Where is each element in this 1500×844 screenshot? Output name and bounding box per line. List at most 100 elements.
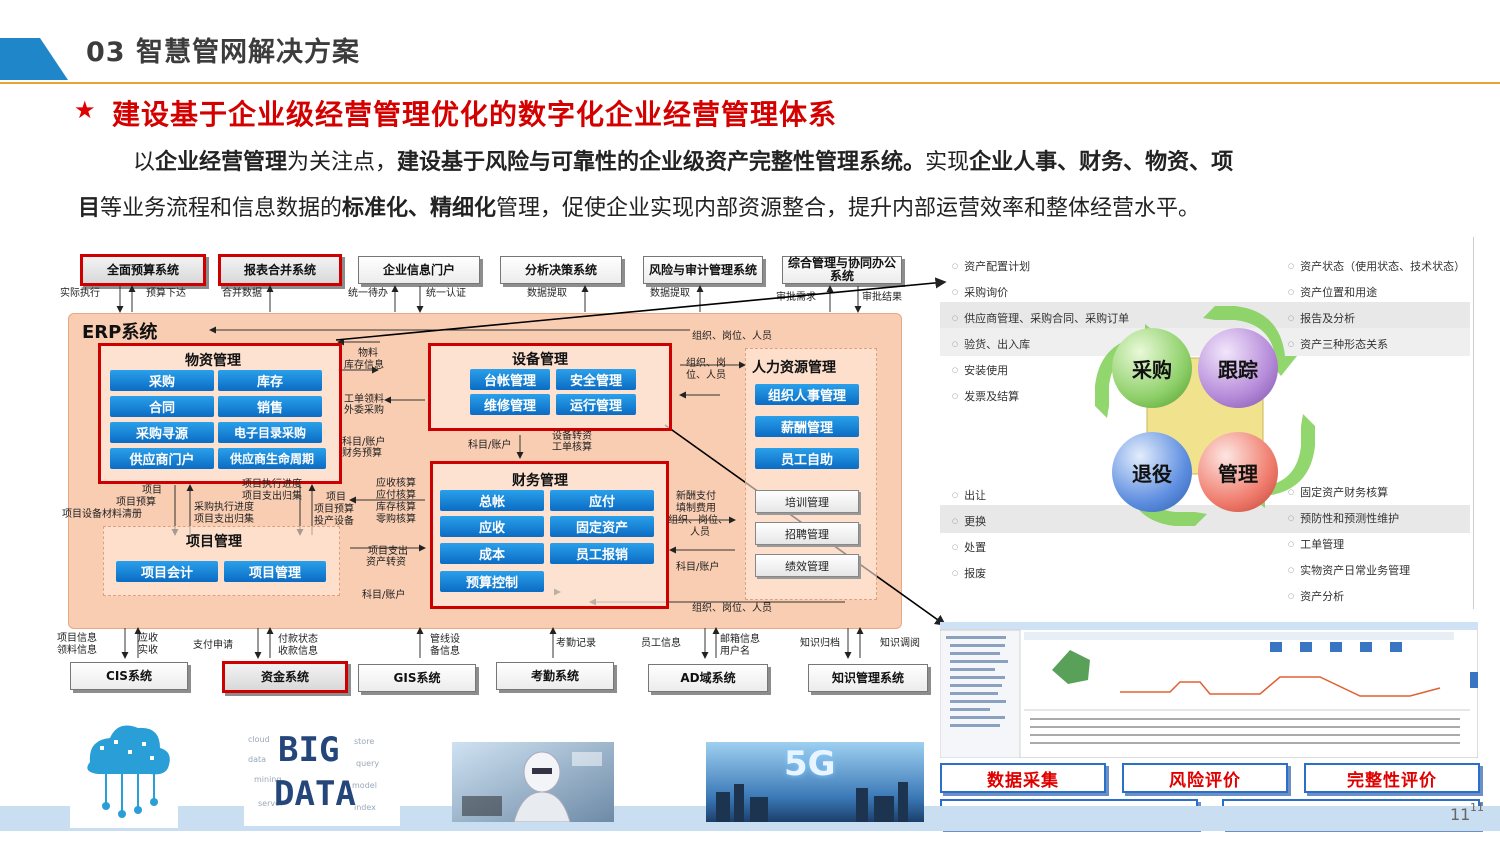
equipment-ledger: 台帐管理	[470, 369, 550, 390]
flow-label: 应收核算	[376, 478, 416, 489]
project-management: 项目管理	[224, 561, 326, 582]
flow-label: 项目设备材料清册	[62, 509, 142, 520]
hr-org: 组织人事管理	[755, 384, 859, 405]
flow-label: 组织、岗位、人员	[692, 603, 772, 614]
material-contract: 合同	[110, 396, 214, 417]
flow-label: 审批结果	[862, 292, 902, 303]
flow-label: 设备转资	[552, 431, 592, 442]
flow-label: 科目/账户	[362, 590, 406, 601]
hr-performance: 绩效管理	[755, 554, 859, 577]
flow-label: 项目执行进度	[242, 479, 302, 490]
material-supplier-portal: 供应商门户	[110, 448, 214, 469]
flow-label: 实际执行	[60, 288, 100, 299]
svg-text:mining: mining	[254, 775, 281, 784]
svg-text:cloud: cloud	[248, 735, 270, 744]
material-inventory: 库存	[218, 370, 322, 391]
flow-label: 库存信息	[344, 360, 384, 371]
flow-label: 收款信息	[278, 646, 318, 657]
flow-label: 科目/账户	[676, 562, 720, 573]
flow-label: 知识归档	[800, 638, 840, 649]
5g-text: 5G	[784, 744, 836, 784]
robot-image	[452, 742, 614, 822]
flow-label: 物料	[358, 348, 378, 359]
module-project-title: 项目管理	[186, 534, 242, 550]
page-number-overlay: 11	[1470, 801, 1484, 814]
lifecycle-item: 资产位置和用途	[1288, 284, 1377, 300]
svg-text:data: data	[248, 755, 266, 764]
svg-text:store: store	[354, 737, 374, 746]
cycle-node-manage: 管理	[1198, 432, 1278, 512]
flow-label: 项目信息	[57, 633, 97, 644]
star-icon: ★	[74, 96, 96, 124]
system-funds: 资金系统	[222, 661, 348, 693]
flow-label: 付款状态	[278, 634, 318, 645]
flow-label: 填制费用	[676, 503, 716, 514]
flow-label: 支付申请	[193, 640, 233, 651]
flow-label: 采购执行进度	[194, 502, 254, 513]
material-supplier-lifecycle: 供应商生命周期	[218, 448, 326, 469]
lifecycle-frame	[938, 237, 1474, 609]
big-text: BIG	[278, 730, 340, 770]
hr-training: 培训管理	[755, 490, 859, 513]
flow-label: 审批需求	[776, 292, 816, 303]
lifecycle-item: 验货、出入库	[952, 336, 1030, 352]
eval-data-collection: 数据采集	[940, 763, 1106, 793]
flow-label: 合并数据	[222, 288, 262, 299]
finance-reimburse: 员工报销	[550, 543, 654, 564]
flow-label: 员工信息	[641, 638, 681, 649]
cloud-network-image	[70, 712, 178, 828]
flow-label: 项目支出	[368, 546, 408, 557]
cycle-node-retire: 退役	[1112, 432, 1192, 512]
flow-label: 工单核算	[552, 442, 592, 453]
lifecycle-item: 预防性和预测性维护	[1288, 510, 1399, 526]
flow-label: 人员	[690, 527, 710, 538]
flow-label: 知识调阅	[880, 638, 920, 649]
svg-text:model: model	[352, 781, 377, 790]
5g-image: 5G	[706, 742, 924, 822]
flow-label: 实收	[138, 645, 158, 656]
system-analysis-decision: 分析决策系统	[500, 256, 622, 284]
material-purchase: 采购	[110, 370, 214, 391]
system-office-collab: 综合管理与协同办公系统	[782, 256, 902, 284]
flow-label: 邮箱信息	[720, 634, 760, 645]
svg-text:query: query	[356, 759, 379, 768]
flow-label: 数据提取	[527, 288, 567, 299]
flow-label: 工单领料	[344, 394, 384, 405]
system-ad-domain: AD域系统	[648, 664, 768, 692]
system-budget: 全面预算系统	[80, 254, 206, 286]
flow-label: 组织、岗位、人员	[692, 331, 772, 342]
material-sales: 销售	[218, 396, 322, 417]
flow-label: 预算下达	[146, 288, 186, 299]
eval-integrity: 完整性评价	[1304, 763, 1480, 793]
lifecycle-item: 发票及结算	[952, 388, 1019, 404]
flow-label: 组织、岗位、	[668, 515, 728, 526]
finance-cost: 成本	[440, 543, 544, 564]
lifecycle-item: 固定资产财务核算	[1288, 484, 1388, 500]
flow-label: 统一认证	[426, 288, 466, 299]
svg-text:server: server	[258, 799, 284, 808]
lifecycle-item: 安装使用	[952, 362, 1008, 378]
finance-receivable: 应收	[440, 516, 544, 537]
system-cis: CIS系统	[70, 662, 188, 690]
lifecycle-item: 供应商管理、采购合同、采购订单	[952, 310, 1129, 326]
material-sourcing: 采购寻源	[110, 422, 214, 443]
flow-label: 应付核算	[376, 490, 416, 501]
hr-recruit: 招聘管理	[755, 522, 859, 545]
flow-label: 位、人员	[686, 370, 726, 381]
header-accent-shape	[0, 38, 68, 80]
lifecycle-item: 实物资产日常业务管理	[1288, 562, 1410, 578]
module-equipment-title: 设备管理	[512, 352, 568, 368]
flow-label: 组织、岗	[686, 358, 726, 369]
flow-label: 考勤记录	[556, 638, 596, 649]
lifecycle-item: 更换	[952, 513, 986, 529]
flow-label: 外委采购	[344, 405, 384, 416]
flow-label: 财务预算	[342, 448, 382, 459]
lifecycle-item: 采购询价	[952, 284, 1008, 300]
flow-label: 项目	[326, 492, 346, 503]
flow-label: 项目支出归集	[242, 491, 302, 502]
lifecycle-item: 资产分析	[1288, 588, 1344, 604]
module-hr-title: 人力资源管理	[752, 360, 836, 376]
intro-paragraph-line2: 目等业务流程和信息数据的标准化、精细化管理，促使企业实现内部资源整合，提升内部运…	[78, 196, 1201, 221]
cycle-node-track: 跟踪	[1198, 328, 1278, 408]
flow-label: 项目	[142, 485, 162, 496]
